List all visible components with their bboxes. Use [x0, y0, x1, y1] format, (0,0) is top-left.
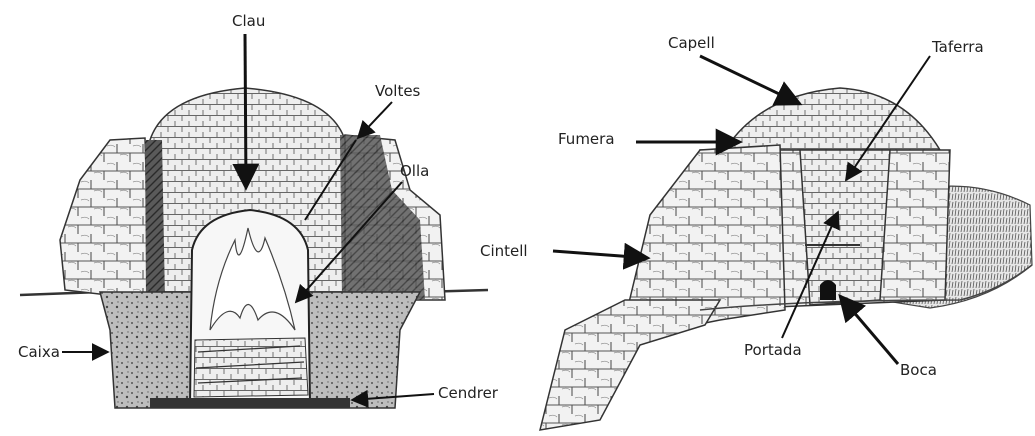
outer-wall-left: [60, 138, 150, 300]
label-clau: Clau: [232, 12, 265, 30]
dark-wall-right: [340, 135, 425, 300]
label-caixa: Caixa: [18, 343, 60, 361]
label-cendrer: Cendrer: [438, 384, 499, 402]
portada: [800, 150, 890, 305]
label-taferra: Taferra: [931, 38, 984, 56]
arrow-boca: [840, 296, 898, 364]
label-capell: Capell: [668, 34, 715, 52]
label-boca: Boca: [900, 361, 937, 379]
boca-opening: [820, 280, 836, 300]
label-portada: Portada: [744, 341, 802, 359]
label-cintell: Cintell: [480, 242, 528, 260]
arrow-clau: [245, 34, 246, 188]
capell-dome: [725, 88, 940, 150]
arrow-voltes: [358, 102, 392, 138]
arrow-capell: [700, 56, 800, 104]
label-voltes: Voltes: [375, 82, 421, 100]
label-olla: Olla: [400, 162, 429, 180]
cendrer-base: [150, 398, 350, 408]
label-fumera: Fumera: [558, 130, 615, 148]
kiln-cross-section: [20, 88, 488, 408]
foundation-slope: [540, 300, 720, 430]
dark-wall-left: [145, 140, 165, 300]
arrow-cintell: [553, 251, 648, 258]
